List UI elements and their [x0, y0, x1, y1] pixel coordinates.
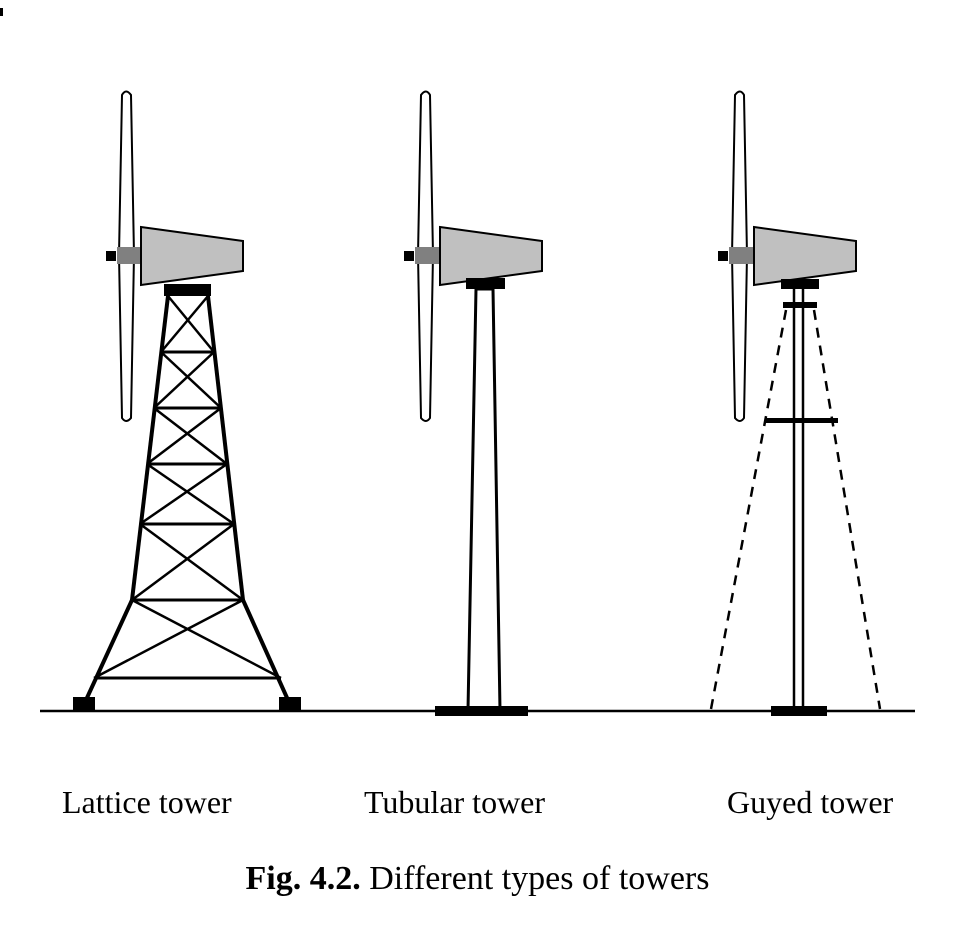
- guyed-wires: [709, 309, 882, 710]
- guyed-tower-label: Guyed tower: [727, 784, 894, 820]
- figure-number: Fig. 4.2.: [245, 860, 361, 897]
- lattice-leg-left-upper: [130, 295, 170, 601]
- tubular-turbine: [404, 90, 543, 422]
- guyed-hub: [729, 247, 755, 264]
- tubular-shaft: [466, 287, 502, 712]
- lattice-nacelle: [140, 225, 244, 287]
- lattice-leg-right-upper: [206, 295, 245, 601]
- figure-caption-text: Different types of towers: [360, 860, 710, 897]
- corner-mark: [0, 8, 3, 16]
- lattice-turbine: [106, 90, 244, 422]
- tubular-hub: [415, 247, 441, 264]
- lattice-tower: [73, 90, 301, 711]
- tubular-tower-label: Tubular tower: [364, 784, 546, 820]
- guyed-yaw-base: [781, 279, 819, 289]
- tubular-nacelle: [439, 225, 543, 287]
- guyed-turbine: [718, 90, 857, 422]
- lattice-foot-right: [279, 697, 301, 711]
- guyed-tower: [709, 90, 882, 716]
- tubular-foundation: [435, 706, 528, 716]
- tubular-tower: [404, 90, 543, 716]
- lattice-tower-label: Lattice tower: [62, 784, 232, 820]
- guyed-crossbar-top: [783, 302, 817, 308]
- lattice-foot-left: [73, 697, 95, 711]
- tubular-spinner-tip: [404, 251, 414, 261]
- guyed-foundation: [771, 706, 827, 716]
- lattice-spinner-tip: [106, 251, 116, 261]
- guyed-crossbar-mid: [766, 418, 838, 423]
- lattice-braces: [93, 295, 282, 680]
- guyed-spinner-tip: [718, 251, 728, 261]
- lattice-leg-right-lower: [241, 599, 290, 701]
- lattice-hub: [117, 247, 143, 264]
- guyed-nacelle: [753, 225, 857, 287]
- tubular-yaw-base: [466, 278, 505, 289]
- lattice-horizontals: [94, 350, 281, 680]
- lattice-yaw-base: [164, 284, 211, 296]
- lattice-leg-left-lower: [84, 599, 134, 701]
- figure-caption: Fig. 4.2. Different types of towers: [0, 862, 955, 896]
